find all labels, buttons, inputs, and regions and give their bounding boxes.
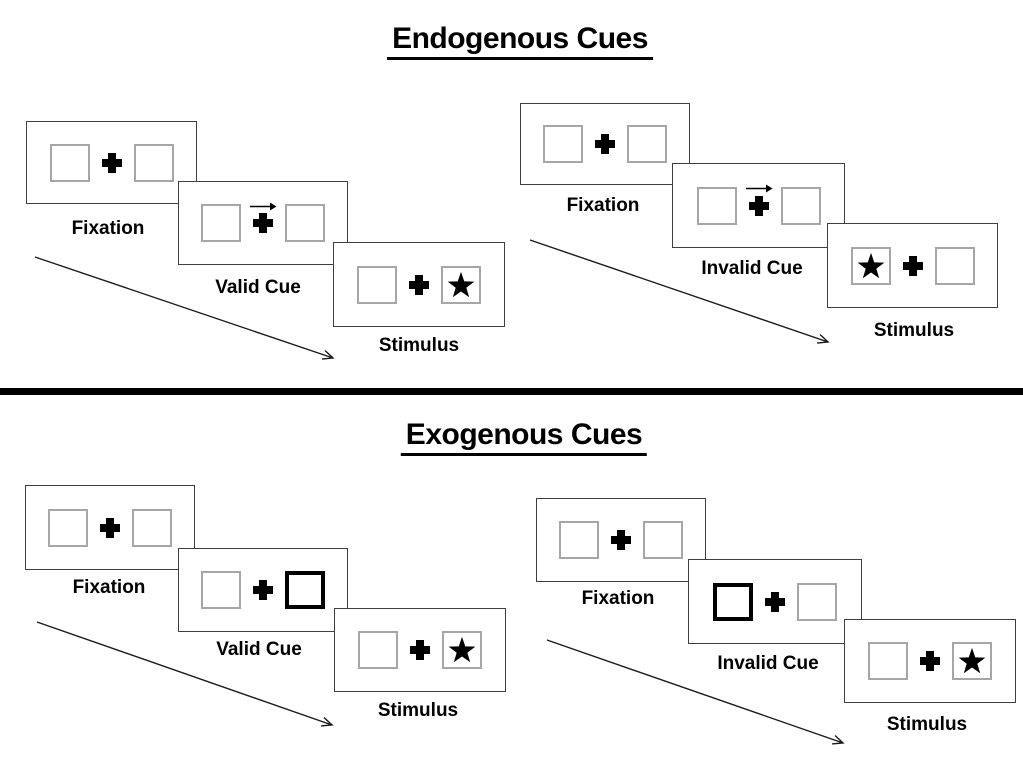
sequence-arrow-endogenous-invalid xyxy=(529,239,828,342)
sequence-arrow-exogenous-invalid xyxy=(546,639,843,743)
sequence-arrow-endogenous-valid xyxy=(34,256,333,358)
sequence-arrow-exogenous-valid xyxy=(36,621,332,725)
section-divider xyxy=(0,388,1023,395)
